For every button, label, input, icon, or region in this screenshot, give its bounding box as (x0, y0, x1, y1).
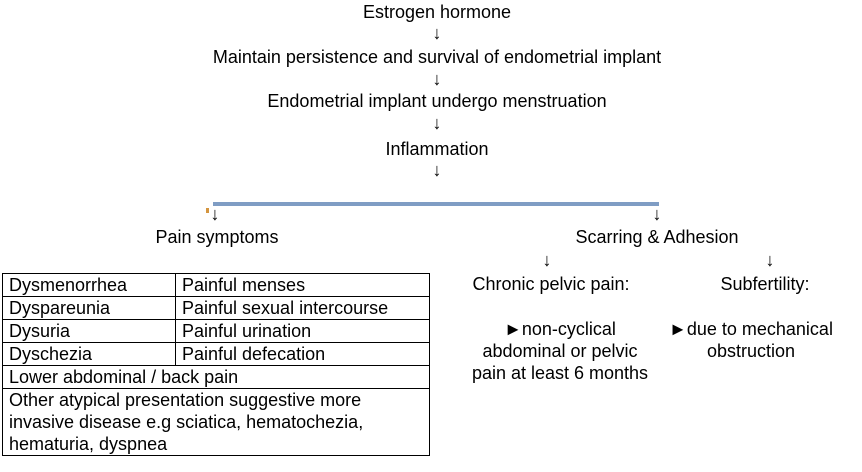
outcome-heading-subfertility: Subfertility: (720, 274, 810, 294)
table-row: Other atypical presentation suggestive m… (2, 388, 430, 456)
down-arrow-icon: ↓ (765, 250, 775, 270)
outcome-detail-chronic-pelvic-pain: ►non-cyclical abdominal or pelvic pain a… (471, 319, 649, 383)
down-arrow-icon: ↓ (652, 204, 662, 224)
outcome-heading-chronic-pelvic-pain: Chronic pelvic pain: (472, 274, 630, 294)
definition-cell: Painful sexual intercourse (175, 296, 430, 320)
term-cell: Dyspareunia (2, 296, 176, 320)
outcome-detail-subfertility: ►due to mechanical obstruction (669, 319, 833, 361)
table-row: Dysmenorrhea Painful menses (2, 273, 430, 297)
term-cell: Dysuria (2, 319, 176, 343)
table-row: Dyspareunia Painful sexual intercourse (2, 296, 430, 320)
definition-cell: Painful urination (175, 319, 430, 343)
definition-cell: Painful menses (175, 273, 430, 297)
flow-step-inflammation: Inflammation (385, 139, 489, 159)
flow-step-implant-menstruation: Endometrial implant undergo menstruation (267, 91, 607, 111)
branch-label-scarring-adhesion: Scarring & Adhesion (575, 227, 739, 247)
definition-cell: Painful defecation (175, 342, 430, 366)
span-cell: Lower abdominal / back pain (2, 365, 430, 389)
table-row: Dyschezia Painful defecation (2, 342, 430, 366)
branch-connector-line (213, 202, 659, 206)
down-arrow-icon: ↓ (432, 160, 442, 180)
down-arrow-icon: ↓ (542, 250, 552, 270)
artifact-mark (206, 208, 209, 213)
down-arrow-icon: ↓ (432, 69, 442, 89)
down-arrow-icon: ↓ (432, 113, 442, 133)
down-arrow-icon: ↓ (432, 23, 442, 43)
branch-label-pain-symptoms: Pain symptoms (155, 227, 279, 247)
span-cell: Other atypical presentation suggestive m… (2, 388, 430, 456)
flow-step-estrogen-hormone: Estrogen hormone (362, 2, 512, 22)
term-cell: Dysmenorrhea (2, 273, 176, 297)
table-row: Dysuria Painful urination (2, 319, 430, 343)
table-row: Lower abdominal / back pain (2, 365, 430, 389)
flow-step-maintain-persistence: Maintain persistence and survival of end… (212, 47, 662, 67)
down-arrow-icon: ↓ (210, 204, 220, 224)
pain-symptoms-table: Dysmenorrhea Painful menses Dyspareunia … (2, 273, 430, 456)
term-cell: Dyschezia (2, 342, 176, 366)
